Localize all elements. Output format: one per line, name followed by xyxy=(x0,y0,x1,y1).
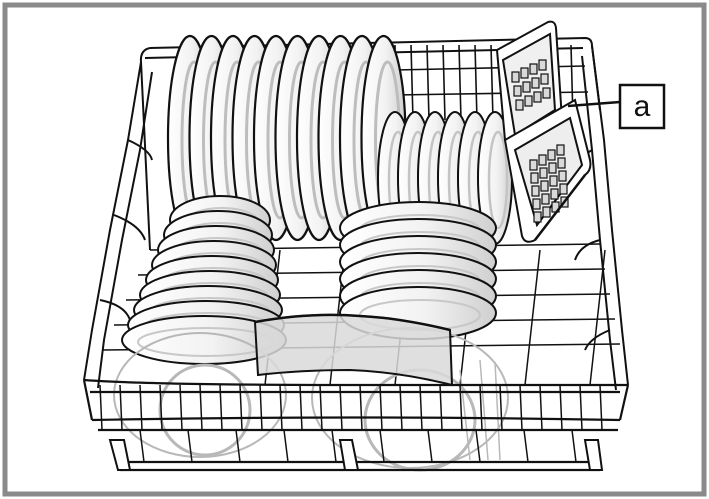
serving-dish xyxy=(253,313,454,387)
front-wire xyxy=(571,429,577,463)
basket-slot xyxy=(531,185,540,197)
front-wire xyxy=(427,429,433,463)
basket-slot xyxy=(539,167,548,179)
basket-slot xyxy=(515,99,524,111)
basket-slot xyxy=(550,188,559,200)
floor-wire xyxy=(589,249,606,386)
callout-label: a xyxy=(634,90,651,123)
basket-slot xyxy=(529,159,538,171)
front-wire xyxy=(187,429,193,463)
front-wire xyxy=(139,429,145,463)
callout-a: a xyxy=(567,83,666,130)
front-wire xyxy=(159,384,163,431)
basket-slot xyxy=(540,180,549,192)
front-wire xyxy=(99,384,103,431)
front-wire xyxy=(579,384,583,431)
front-wire xyxy=(239,384,243,431)
basket-slot xyxy=(542,87,551,99)
basket-slot xyxy=(557,157,566,169)
basket-slot xyxy=(520,67,529,79)
front-left-bowl xyxy=(158,363,252,457)
basket-slot xyxy=(548,162,557,174)
front-wire xyxy=(283,429,289,463)
basket-slot xyxy=(547,149,556,161)
basket-slot xyxy=(513,85,522,97)
front-wire xyxy=(559,384,563,431)
basket-slot xyxy=(530,172,539,184)
front-wire xyxy=(539,384,543,431)
front-wire xyxy=(499,384,503,431)
basket-slot xyxy=(541,193,550,205)
front-wire xyxy=(199,384,203,431)
front-wire xyxy=(179,384,183,431)
basket-slot xyxy=(531,77,540,89)
back-wire xyxy=(490,44,494,121)
front-wire xyxy=(599,384,603,431)
basket-slot xyxy=(529,63,538,75)
basket-slot xyxy=(538,154,547,166)
basket-wheels xyxy=(108,439,604,471)
front-wire xyxy=(359,384,363,431)
front-wire xyxy=(379,429,385,463)
basket-slot xyxy=(542,206,551,218)
back-wire xyxy=(474,44,478,121)
front-wire xyxy=(279,384,283,431)
floor-wire xyxy=(524,249,541,386)
front-left-plate-outline xyxy=(113,332,287,458)
back-wire xyxy=(458,44,462,121)
front-wire xyxy=(235,429,241,463)
front-wire xyxy=(475,429,481,463)
basket-slot xyxy=(533,211,542,223)
basket-left-wall xyxy=(83,61,153,389)
front-wire xyxy=(219,384,223,431)
basket-slot xyxy=(540,73,549,85)
basket-slot xyxy=(558,170,567,182)
front-wire xyxy=(419,384,423,431)
basket-slot xyxy=(524,95,533,107)
basket-slot xyxy=(522,81,531,93)
back-wire xyxy=(426,44,430,121)
front-wire xyxy=(519,384,523,431)
basket-front-wires xyxy=(99,384,603,463)
front-wire xyxy=(339,384,343,431)
callout-leader-line xyxy=(567,100,621,108)
front-wire xyxy=(479,384,483,431)
basket-slot xyxy=(538,59,547,71)
front-wire xyxy=(119,384,123,431)
front-wire xyxy=(379,384,383,431)
front-wire xyxy=(523,429,529,463)
basket-slot xyxy=(556,144,565,156)
front-wire xyxy=(331,429,337,463)
back-wire xyxy=(410,44,414,121)
basket-slot xyxy=(533,91,542,103)
front-wire xyxy=(439,384,443,431)
basket-slot xyxy=(532,198,541,210)
front-wire xyxy=(259,384,263,431)
callout-box xyxy=(618,83,666,130)
front-wire xyxy=(459,384,463,431)
basket-slot xyxy=(559,183,568,195)
basket-slot xyxy=(549,175,558,187)
basket-slot xyxy=(511,71,520,83)
front-wire xyxy=(139,384,143,431)
front-wire xyxy=(299,384,303,431)
cutlery-basket xyxy=(495,20,592,243)
back-wire xyxy=(442,44,446,121)
front-wire xyxy=(319,384,323,431)
front-wire xyxy=(399,384,403,431)
